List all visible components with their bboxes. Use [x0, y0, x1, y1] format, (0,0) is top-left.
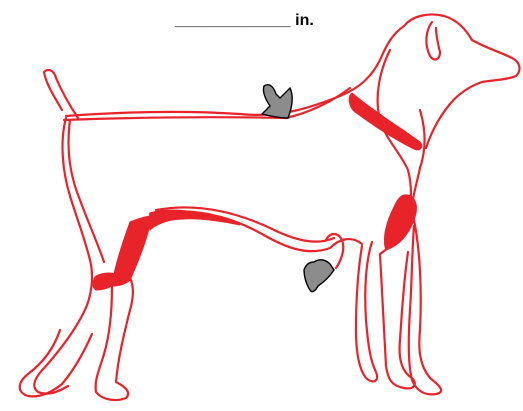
hind-leg-far: [20, 330, 92, 396]
tail-outline: [44, 70, 78, 118]
back-outline-2: [64, 88, 350, 120]
measurement-bands: [93, 93, 422, 290]
head-outline: [404, 14, 519, 104]
neck-front-2: [410, 110, 425, 216]
chest-arrow: [304, 260, 334, 292]
rear-outline-2: [68, 120, 104, 262]
hind-band: [93, 273, 120, 290]
throat-outline: [426, 104, 450, 148]
front-leg-far: [409, 220, 441, 394]
chest-arrow-icon: [304, 260, 334, 292]
dog-outline: [20, 14, 520, 400]
back-arrow-icon: [262, 85, 292, 118]
back-arrow: [262, 85, 292, 118]
neck-band: [349, 93, 422, 150]
front-chest: [356, 242, 377, 381]
hind-leg-near: [96, 278, 133, 400]
ear-outline: [426, 22, 440, 59]
